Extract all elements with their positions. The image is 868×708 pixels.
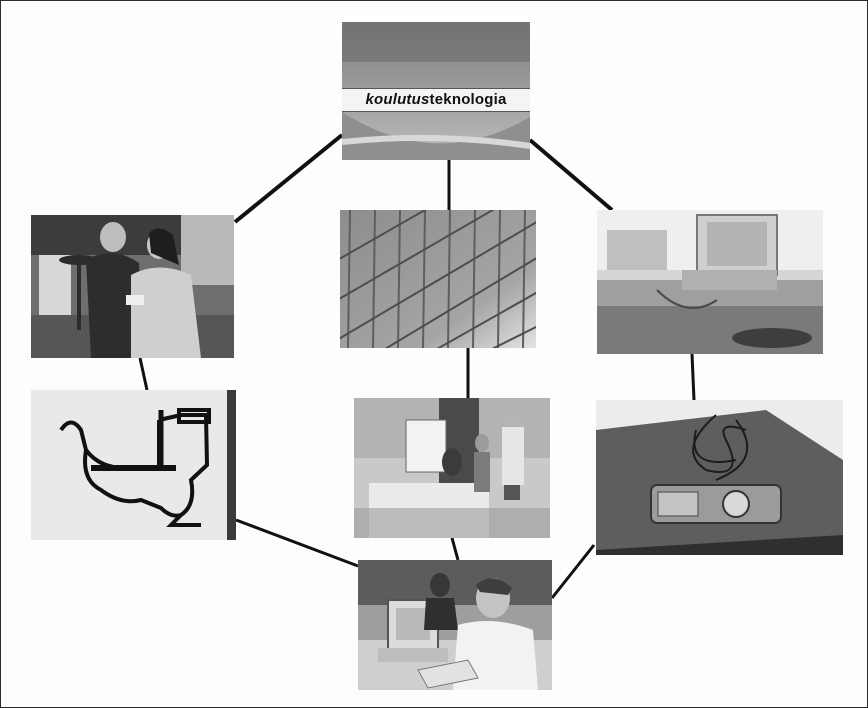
link-people-toilet [138, 357, 149, 391]
link-mobile-user [550, 544, 596, 599]
toilet-sign-photo [31, 390, 236, 540]
mobile-device-photo [596, 400, 843, 555]
link-classroom-user [450, 537, 460, 561]
link-computer-mobile [690, 353, 696, 401]
computer-desk-photo [597, 210, 823, 354]
sign-label: koulutusteknologia [342, 88, 530, 112]
link-sign-computer [528, 138, 614, 212]
computer-user-photo [358, 560, 552, 690]
people-photo [31, 215, 234, 358]
fence-photo [340, 210, 536, 348]
link-toilet-user [235, 518, 359, 568]
sign-photo: koulutusteknologia [342, 22, 530, 160]
classroom-photo [354, 398, 550, 538]
link-sign-people [233, 133, 344, 224]
